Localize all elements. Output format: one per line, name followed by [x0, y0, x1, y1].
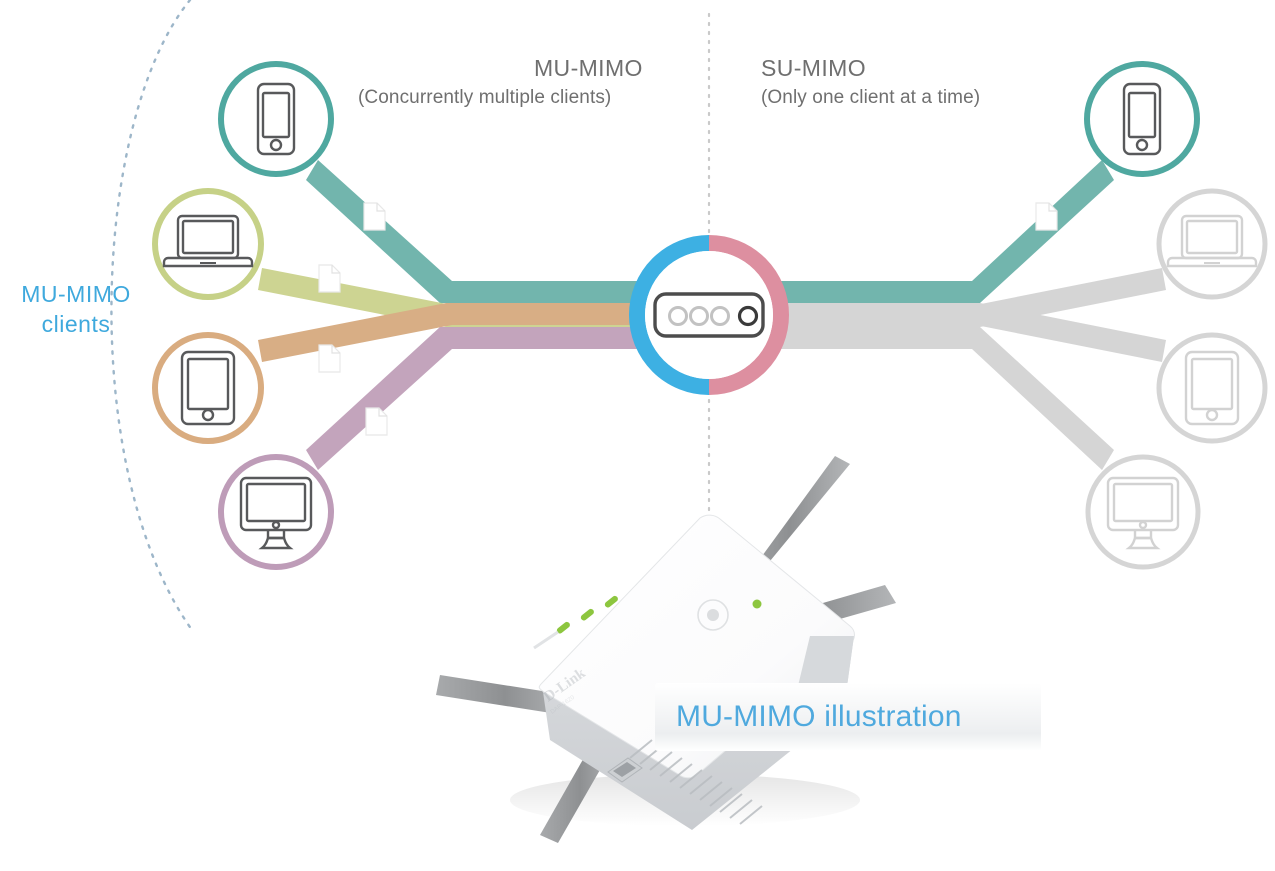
- smartphone-icon: [256, 82, 296, 156]
- su-mimo-title: SU-MIMO: [761, 55, 867, 81]
- mu-connection-bands: [258, 160, 640, 470]
- laptop-icon: [1166, 214, 1258, 268]
- desktop-icon: [239, 476, 313, 550]
- packet-icon: [318, 344, 341, 373]
- packet-icon: [1035, 202, 1058, 231]
- router-ring-right: [709, 235, 789, 395]
- mu-client-laptop[interactable]: [152, 188, 264, 300]
- smartphone-icon: [1122, 82, 1162, 156]
- mu-client-tablet[interactable]: [152, 332, 264, 444]
- caption-panel: [655, 683, 1041, 751]
- band-mu-smartphone: [306, 160, 640, 303]
- wps-button[interactable]: [697, 599, 729, 631]
- ethernet-port: [607, 757, 643, 783]
- vent-slots: [629, 739, 763, 825]
- router-node[interactable]: [629, 235, 789, 395]
- su-client-desktop[interactable]: [1085, 454, 1201, 570]
- mu-mimo-clients-line2: clients: [41, 311, 111, 337]
- mu-client-smartphone[interactable]: [218, 61, 334, 177]
- laptop-icon: [162, 214, 254, 268]
- band-mu-desktop: [306, 327, 640, 470]
- packet-icon: [363, 202, 386, 231]
- extender-body: D-Link DAP-1620: [533, 514, 855, 830]
- su-client-smartphone[interactable]: [1084, 61, 1200, 177]
- mu-client-desktop[interactable]: [218, 454, 334, 570]
- band-su-smartphone: [778, 160, 1114, 303]
- packet-icon: [318, 264, 341, 293]
- band-su-desktop: [778, 327, 1114, 470]
- band-su-tablet: [778, 303, 1166, 362]
- su-client-laptop[interactable]: [1156, 188, 1268, 300]
- mu-mimo-title: MU-MIMO: [534, 55, 643, 81]
- su-connection-bands: [778, 160, 1166, 470]
- desktop-icon: [1106, 476, 1180, 550]
- tablet-icon: [1184, 350, 1240, 426]
- caption-text: MU-MIMO illustration: [676, 700, 962, 733]
- band-mu-tablet: [258, 303, 640, 362]
- su-client-tablet[interactable]: [1156, 332, 1268, 444]
- product-photo-range-extender: D-Link DAP-1620: [436, 456, 896, 843]
- mu-mimo-clients-label: MU-MIMO clients: [0, 279, 156, 339]
- tablet-icon: [180, 350, 236, 426]
- router-ring-left: [629, 235, 709, 395]
- status-leds: [533, 595, 618, 650]
- su-mimo-subtitle: (Only one client at a time): [761, 87, 981, 108]
- power-led: [752, 599, 762, 609]
- packet-icon: [365, 407, 388, 436]
- packet-icons: [318, 202, 1058, 436]
- antenna-left: [436, 675, 574, 716]
- router-icon: [653, 292, 765, 338]
- mu-mimo-clients-line1: MU-MIMO: [21, 281, 131, 307]
- mu-mimo-subtitle: (Concurrently multiple clients): [358, 87, 612, 108]
